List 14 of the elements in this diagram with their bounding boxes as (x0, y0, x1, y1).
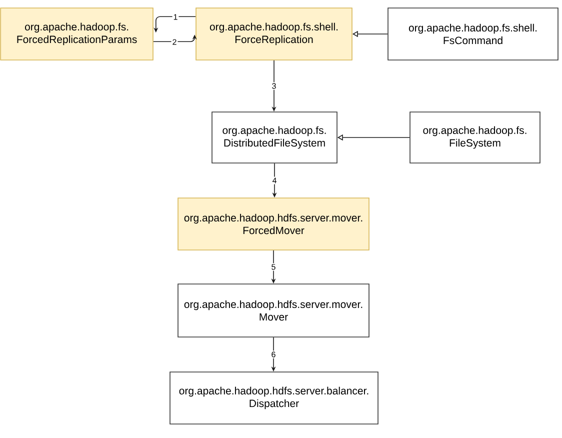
class-box: org.apache.hadoop.hdfs.server.mover. ForcedMover (178, 198, 370, 250)
edge-label: 1 (172, 13, 179, 21)
edge-label: 4 (271, 176, 278, 184)
class-box: org.apache.hadoop.hdfs.server.mover. Mover (178, 284, 370, 338)
edge-label: 3 (270, 82, 278, 90)
class-box: org.apache.hadoop.fs. ForcedReplicationParams (0, 8, 154, 60)
edge-label: 5 (270, 263, 277, 271)
class-box: org.apache.hadoop.fs. DistributedFileSystem (212, 112, 338, 164)
class-box: org.apache.hadoop.fs. FileSystem (410, 112, 540, 164)
class-box: org.apache.hadoop.hdfs.server.balancer. Dispatcher (170, 372, 378, 424)
edge-label: 2 (171, 38, 178, 46)
class-box: org.apache.hadoop.fs.shell. ForceReplication (196, 8, 352, 60)
class-box: org.apache.hadoop.fs.shell. FsCommand (388, 8, 558, 60)
edge-label: 6 (270, 350, 277, 358)
